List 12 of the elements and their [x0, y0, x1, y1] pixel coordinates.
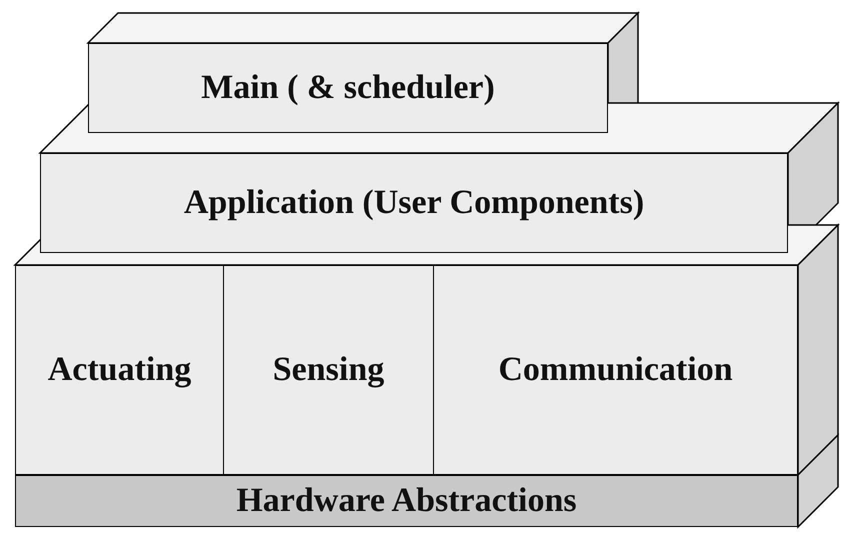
layer-label: Application (User Components) — [184, 184, 644, 222]
layer-box — [88, 43, 608, 133]
layer-box — [223, 265, 434, 475]
layer-box — [433, 265, 798, 475]
layer-label: Communication — [498, 351, 733, 389]
layer-label: Main ( & scheduler) — [201, 69, 495, 107]
layer-box — [15, 265, 224, 475]
layer-label: Sensing — [272, 351, 384, 389]
layer-box — [15, 475, 798, 527]
layer-label: Hardware Abstractions — [236, 482, 577, 520]
layer-label: Actuating — [48, 351, 192, 389]
layer-box — [40, 153, 788, 253]
